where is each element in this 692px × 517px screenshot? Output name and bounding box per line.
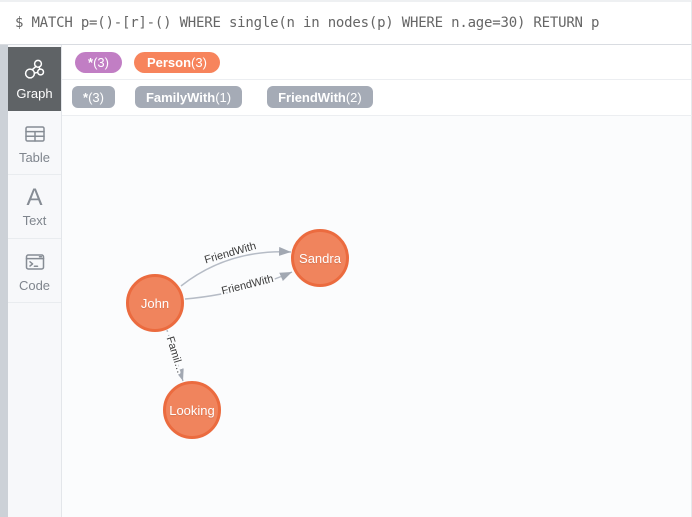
badge-name: * — [88, 54, 94, 70]
badge-name: FamilyWith — [145, 89, 216, 105]
query-bar[interactable]: $ MATCH p=()-[r]-() WHERE single(n in no… — [0, 0, 692, 45]
relationship-badges-row: *(3) FamilyWith(1) FriendWith(2) — [62, 80, 691, 114]
node-label-badge-all[interactable]: *(3) — [75, 51, 122, 73]
badge-name: FriendWith — [278, 89, 346, 105]
graph-edges-layer: FriendWith FriendWith Famil… — [162, 238, 293, 382]
left-gutter — [0, 45, 8, 517]
tab-table[interactable]: Table — [8, 111, 61, 175]
badge-count: (3) — [191, 54, 207, 70]
graph-edge[interactable]: Famil… — [162, 329, 189, 382]
graph-canvas[interactable]: FriendWith FriendWith Famil… John Sandra… — [62, 115, 692, 517]
node-label: Sandra — [299, 250, 341, 266]
badge-name: Person — [146, 54, 192, 70]
view-mode-sidebar: Graph Table A Text — [8, 45, 62, 517]
graph-node-sandra[interactable]: Sandra — [291, 229, 349, 287]
rel-badge-all[interactable]: *(3) — [72, 86, 115, 108]
edge-label[interactable]: FriendWith — [218, 271, 277, 300]
tab-graph[interactable]: Graph — [8, 47, 61, 111]
badge-count: (1) — [215, 89, 232, 105]
badge-name: * — [83, 89, 89, 105]
badges-area: *(3) Person(3) *(3) FamilyWith(1) Friend… — [62, 45, 692, 115]
tab-code[interactable]: Code — [8, 239, 61, 303]
badge-count: (3) — [88, 89, 104, 105]
text-icon: A — [26, 183, 43, 211]
badge-count: (2) — [345, 89, 362, 105]
rel-badge-friendwith[interactable]: FriendWith(2) — [267, 86, 373, 108]
node-label-badges-row: *(3) Person(3) — [62, 45, 691, 80]
node-label: Looking — [169, 402, 215, 418]
graph-node-john[interactable]: John — [126, 274, 184, 332]
rel-badge-familywith[interactable]: FamilyWith(1) — [134, 86, 243, 108]
node-label: John — [140, 295, 170, 311]
tab-graph-label: Graph — [16, 85, 53, 101]
graph-edge[interactable]: FriendWith — [184, 271, 293, 300]
code-icon — [23, 250, 47, 274]
node-label-badge-person[interactable]: Person(3) — [133, 51, 220, 73]
tab-text-label: Text — [22, 212, 47, 228]
tab-code-label: Code — [18, 277, 51, 293]
table-icon — [23, 122, 47, 146]
graph-node-looking[interactable]: Looking — [163, 381, 221, 439]
badge-count: (3) — [93, 54, 109, 70]
edge-label[interactable]: Famil… — [162, 333, 189, 377]
tab-text[interactable]: A Text — [8, 175, 61, 239]
tab-table-label: Table — [18, 149, 51, 165]
graph-icon — [23, 58, 47, 82]
edge-label[interactable]: FriendWith — [201, 238, 259, 268]
query-text[interactable]: $ MATCH p=()-[r]-() WHERE single(n in no… — [15, 15, 600, 31]
